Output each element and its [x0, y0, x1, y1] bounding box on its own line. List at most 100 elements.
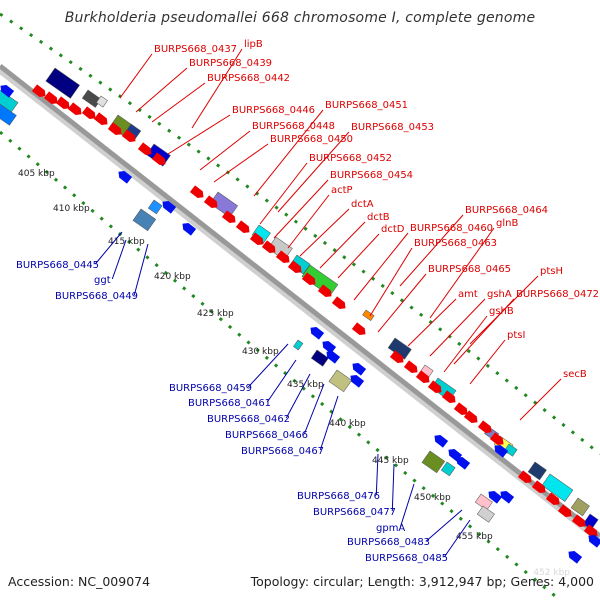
- forward-gene-arrow: [441, 390, 456, 404]
- forward-label-leader: [377, 273, 427, 333]
- forward-label-leader: [277, 131, 350, 213]
- forward-label-leader: [135, 67, 188, 113]
- gene-block: [570, 497, 590, 517]
- reverse-gene-label: BURPS668_0449: [55, 291, 138, 302]
- forward-label-leader: [469, 339, 506, 385]
- reverse-label-leader: [247, 343, 289, 388]
- forward-gene-arrow: [151, 152, 166, 166]
- forward-gene-arrow: [43, 91, 58, 105]
- reverse-gene-arrow: [456, 456, 471, 470]
- forward-gene-label: BURPS668_0460: [410, 223, 493, 234]
- gene-block: [81, 89, 102, 108]
- forward-label-leader: [429, 298, 486, 357]
- forward-label-leader: [273, 179, 329, 239]
- reverse-gene-label: BURPS668_0477: [313, 507, 396, 518]
- forward-gene-label: ptsH: [540, 266, 563, 277]
- gene-block: [147, 199, 163, 215]
- forward-gene-label: dctA: [351, 199, 374, 210]
- forward-label-leader: [259, 162, 308, 225]
- forward-gene-arrow: [517, 470, 532, 484]
- forward-label-leader: [299, 208, 350, 257]
- forward-gene-arrow: [93, 112, 108, 126]
- forward-gene-arrow: [55, 96, 70, 110]
- forward-label-leader: [353, 232, 409, 301]
- forward-gene-label: BURPS668_0448: [252, 121, 335, 132]
- backbone-shadow: [0, 67, 600, 543]
- forward-label-leader: [213, 143, 269, 183]
- forward-label-leader: [429, 227, 495, 319]
- kbp-tick-label: 405 kbp: [18, 169, 55, 179]
- reverse-gene-arrow: [352, 362, 367, 376]
- forward-gene-arrow: [557, 504, 572, 518]
- forward-gene-label: lipB: [244, 39, 263, 50]
- kbp-tick-label: 425 kbp: [197, 309, 234, 319]
- forward-label-leader: [407, 298, 457, 347]
- accession-text: Accession: NC_009074: [8, 574, 151, 589]
- forward-gene-label: BURPS668_0437: [154, 44, 237, 55]
- forward-gene-arrow: [545, 492, 560, 506]
- forward-gene-arrow: [453, 402, 468, 416]
- gene-block: [301, 264, 339, 297]
- forward-label-leader: [191, 48, 243, 129]
- forward-gene-arrow: [121, 129, 136, 143]
- forward-gene-arrow: [477, 420, 492, 434]
- gene-block: [328, 369, 353, 393]
- forward-gene-label: BURPS668_0464: [465, 205, 548, 216]
- reverse-label-leader: [285, 373, 311, 419]
- gene-block: [45, 67, 80, 99]
- reverse-gene-arrow: [322, 340, 337, 354]
- forward-gene-label: BURPS668_0446: [232, 105, 315, 116]
- forward-gene-arrow: [189, 185, 204, 199]
- gene-block: [0, 103, 17, 126]
- forward-gene-label: amt: [458, 289, 478, 300]
- forward-gene-arrow: [415, 370, 430, 384]
- gene-block: [362, 309, 375, 321]
- reverse-label-leader: [133, 243, 149, 296]
- reverse-gene-arrow: [182, 222, 197, 236]
- forward-label-leader: [443, 315, 488, 373]
- watermark-text: 452 kbp: [533, 568, 570, 578]
- reverse-gene-arrow: [434, 434, 449, 448]
- reverse-label-leader: [391, 463, 395, 512]
- forward-gene-arrow: [31, 84, 46, 98]
- forward-gene-arrow: [137, 142, 152, 156]
- outer-dotted-track: [0, 12, 600, 456]
- reverse-gene-label: BURPS668_0459: [169, 383, 252, 394]
- forward-gene-label: dctB: [367, 212, 390, 223]
- forward-gene-label: BURPS668_0442: [207, 73, 290, 84]
- reverse-gene-arrow: [162, 200, 177, 214]
- forward-label-leader: [519, 378, 562, 421]
- reverse-gene-arrow: [488, 490, 503, 504]
- reverse-label-leader: [319, 395, 339, 451]
- forward-label-leader: [199, 130, 251, 171]
- forward-gene-arrow: [403, 360, 418, 374]
- forward-gene-arrow: [531, 480, 546, 494]
- forward-gene-label: BURPS668_0451: [325, 100, 408, 111]
- forward-gene-label: BURPS668_0454: [330, 170, 413, 181]
- kbp-tick-label: 455 kbp: [456, 532, 493, 542]
- forward-gene-arrow: [583, 524, 598, 538]
- forward-label-leader: [319, 221, 366, 269]
- forward-gene-arrow: [389, 350, 404, 364]
- forward-gene-label: ptsI: [507, 330, 525, 341]
- forward-gene-arrow: [351, 322, 366, 336]
- gene-block: [310, 349, 329, 367]
- gene-block: [421, 450, 446, 474]
- forward-gene-label: gshB: [489, 306, 514, 317]
- forward-gene-label: BURPS668_0472: [516, 289, 599, 300]
- forward-gene-arrow: [287, 260, 302, 274]
- forward-label-leader: [151, 82, 206, 123]
- reverse-gene-arrow: [350, 374, 365, 388]
- gene-block: [440, 461, 456, 477]
- forward-gene-arrow: [489, 432, 504, 446]
- forward-gene-arrow: [275, 250, 290, 264]
- forward-gene-label: BURPS668_0453: [351, 122, 434, 133]
- forward-gene-label: BURPS668_0439: [189, 58, 272, 69]
- forward-label-leader: [399, 214, 464, 287]
- forward-label-leader: [453, 298, 515, 365]
- reverse-gene-arrow: [0, 84, 15, 98]
- forward-gene-arrow: [221, 210, 236, 224]
- reverse-gene-label: BURPS668_0445: [16, 260, 99, 271]
- forward-label-leader: [337, 233, 380, 279]
